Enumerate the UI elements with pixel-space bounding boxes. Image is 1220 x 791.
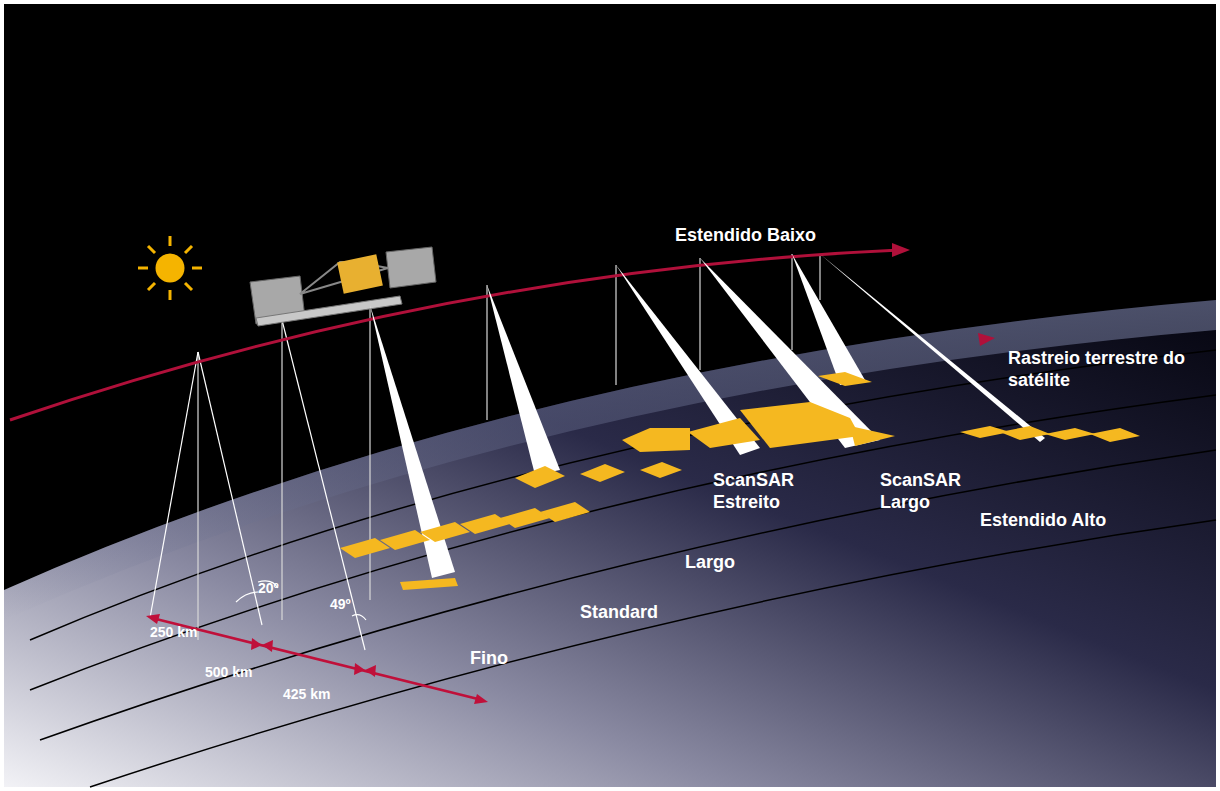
ground-track-label: Rastreio terrestre do satélite [1008, 348, 1208, 391]
beam-mode-label: Fino [470, 648, 550, 670]
beam-mode-label: ScanSAR Estreito [713, 470, 808, 513]
beam-mode-label: Estendido Alto [980, 510, 1180, 532]
space-background [4, 4, 1216, 787]
angle-label: 49º [330, 596, 380, 613]
ground-track-lines [30, 350, 1216, 787]
dimension-label: 250 km [150, 624, 230, 641]
horizon-glow [4, 300, 1216, 620]
dimension-label: 500 km [205, 664, 285, 681]
beam-mode-label: Largo [685, 552, 805, 574]
sun-icon [138, 236, 202, 300]
dimension-label: 425 km [283, 686, 363, 703]
radar-beams [370, 254, 1045, 578]
earth-surface [4, 300, 1216, 787]
beam-mode-label: Standard [580, 602, 720, 624]
beam-mode-label: ScanSAR Largo [880, 470, 975, 513]
angle-label: 20º [258, 580, 308, 597]
track-arrowhead [978, 333, 995, 346]
orbit-arrowhead [892, 243, 910, 257]
beam-footprints [340, 372, 1140, 590]
dimension-line [146, 614, 488, 704]
beam-mode-label: Estendido Baixo [675, 225, 875, 247]
nadir-lines [198, 254, 820, 640]
satellite-icon [250, 247, 436, 326]
